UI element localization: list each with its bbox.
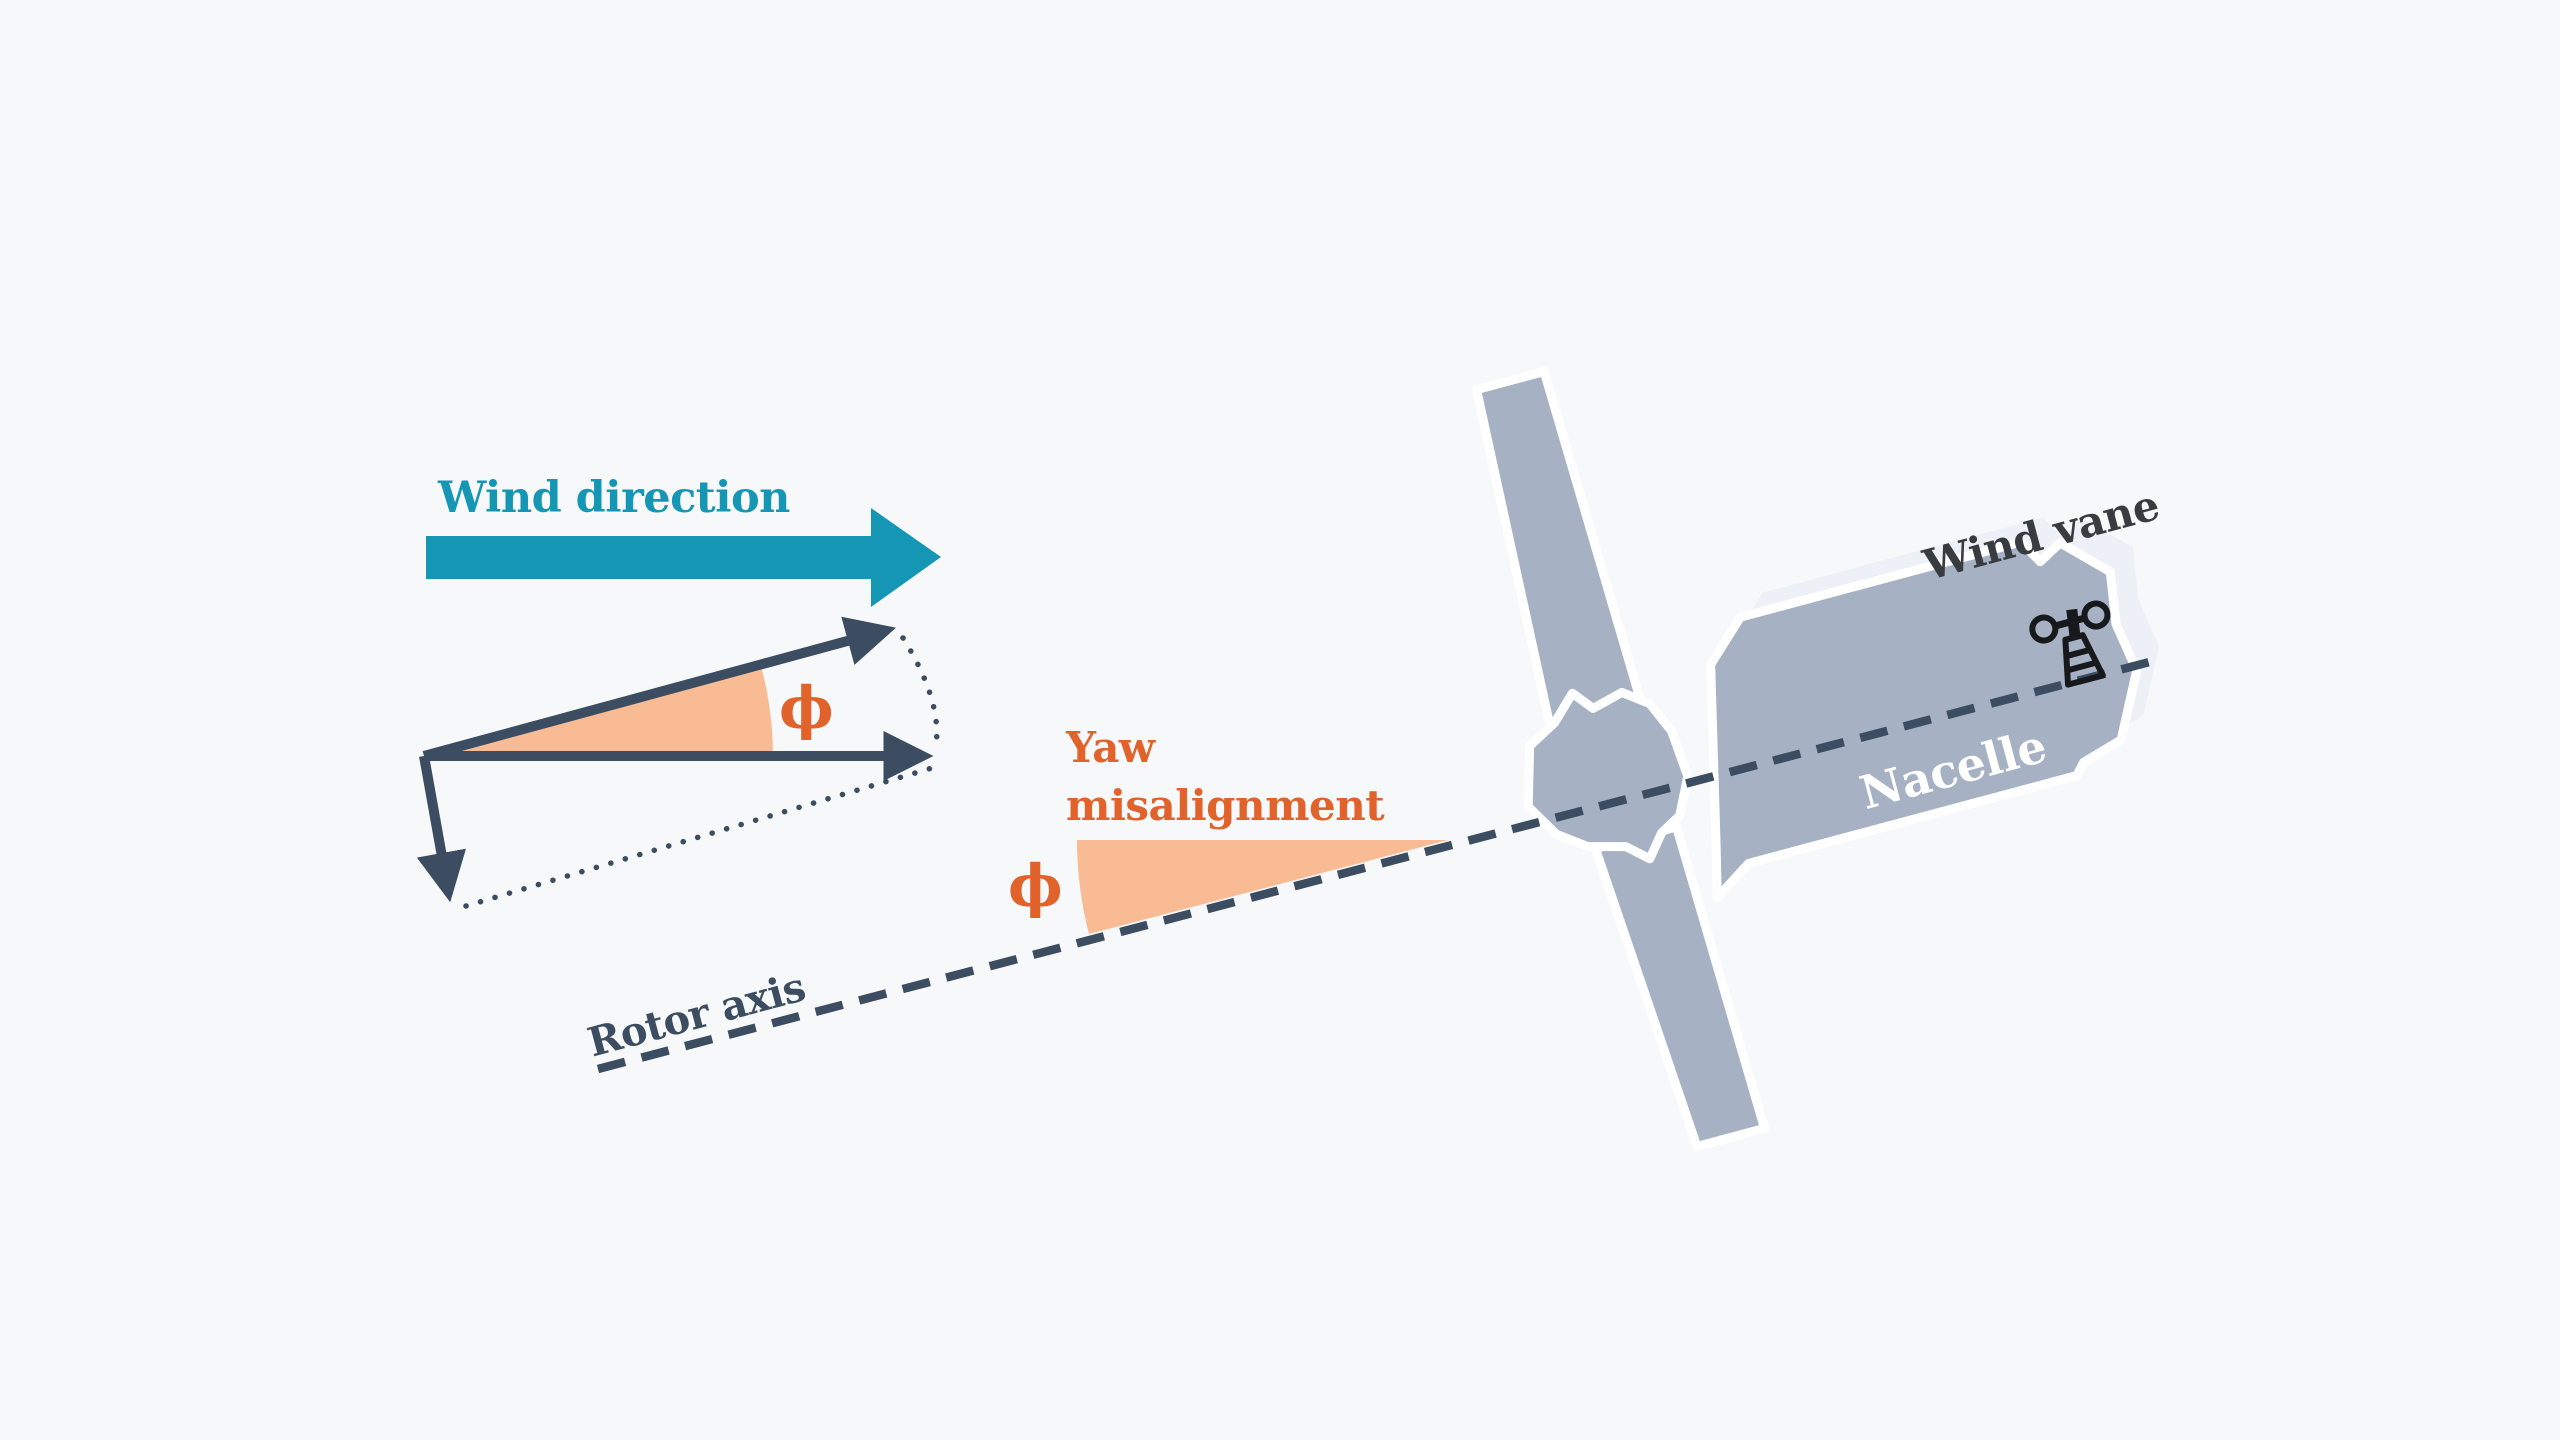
vector-diagram: ϕ [416,616,940,909]
wind-direction-label: Wind direction [437,473,790,523]
yaw-phi-label: ϕ [1008,852,1062,920]
vector-arrow-upper [422,616,897,761]
yaw-angle-wedge [1076,840,1448,934]
vector-arrow-down [416,755,466,903]
dotted-projection-line-diagonal [463,765,935,909]
wind-direction-arrow [426,508,941,607]
wind-vane-icon [2029,600,2111,688]
vector-phi-label: ϕ [779,674,833,742]
yaw-misalignment-label-line2: misalignment [1066,781,1385,830]
dotted-projection-line-vertical [900,635,940,749]
turbine-top-view [1472,367,2160,1151]
yaw-misalignment-label-line1: Yaw [1065,723,1156,772]
